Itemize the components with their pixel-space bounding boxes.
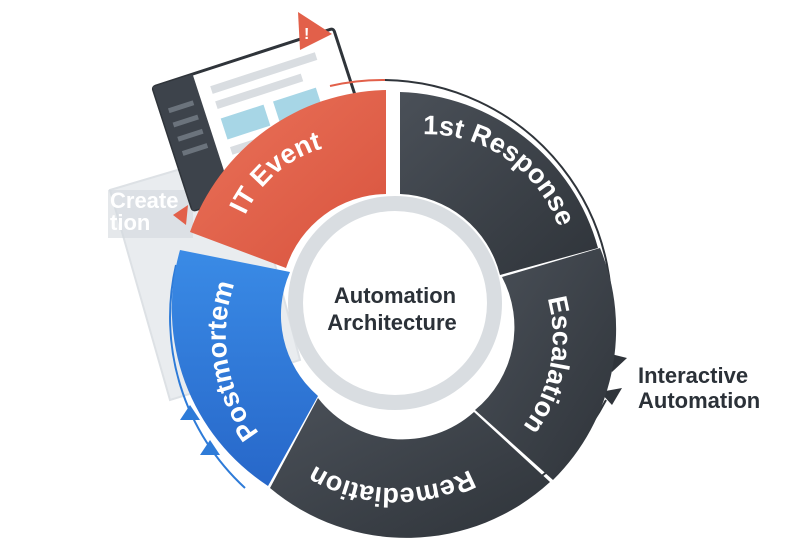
center-title-line1: Automation <box>334 283 456 308</box>
center-title-line2: Architecture <box>327 310 457 335</box>
center-hub <box>303 211 487 395</box>
ghost-label-line1: Create <box>110 188 178 213</box>
segment-postmortem <box>171 250 318 486</box>
segment-it-event <box>190 90 386 268</box>
svg-text:!: ! <box>304 26 309 43</box>
segment-remediation <box>270 398 550 538</box>
arrow-icon <box>200 440 220 455</box>
ghost-label-line2: tion <box>110 210 150 235</box>
interactive-automation-label-line2: Automation <box>638 388 760 413</box>
warning-icon: ! <box>298 12 332 50</box>
segment-first-response <box>400 92 598 275</box>
interactive-automation-label-line1: Interactive <box>638 363 748 388</box>
ghost-arrow-icon <box>173 205 188 225</box>
segment-escalation <box>475 248 617 480</box>
arrow-icon <box>180 405 200 420</box>
